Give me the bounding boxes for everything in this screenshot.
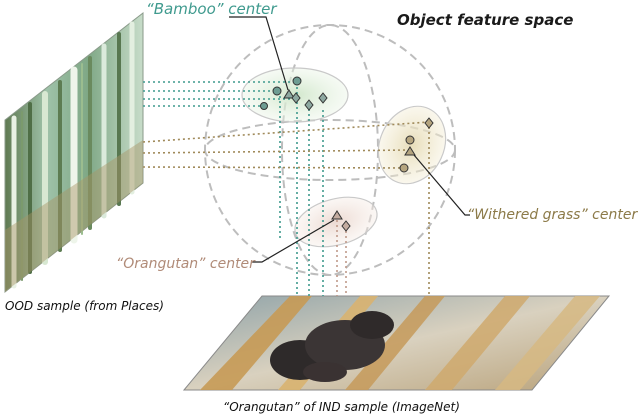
ind-orangutan-image (182, 295, 611, 391)
bamboo-connectors (143, 81, 324, 296)
withered-connectors (142, 121, 430, 296)
feature-diamond-icon (318, 92, 328, 104)
feature-circle-icon (272, 86, 282, 96)
feature-diamond-icon (424, 117, 434, 129)
orangutan-cluster (294, 196, 378, 248)
bamboo-center-label: “Bamboo” center (146, 0, 277, 18)
feature-circle-icon (260, 102, 268, 110)
orangutan-markers (331, 210, 351, 232)
orangutan-connectors (336, 215, 347, 296)
withered-cluster (377, 105, 447, 185)
diagram-title: Object feature space (397, 11, 573, 29)
ood-bamboo-image (4, 11, 144, 294)
center-triangle-icon (404, 146, 416, 156)
ind-sample-caption: “Orangutan” of IND sample (ImageNet) (223, 400, 460, 414)
withered-center-label: “Withered grass” center (467, 207, 638, 223)
ood-sample-caption: OOD sample (from Places) (5, 299, 164, 313)
feature-circle-icon (292, 76, 302, 86)
feature-diamond-icon (304, 99, 314, 111)
orangutan-center-label: “Orangutan” center (116, 256, 256, 272)
center-triangle-icon (283, 89, 295, 99)
feature-circle-icon (405, 135, 415, 145)
feature-circle-icon (399, 163, 409, 173)
bamboo-markers (260, 76, 328, 111)
feature-diamond-icon (291, 92, 301, 104)
feature-diamond-icon (341, 220, 351, 232)
label-leaders (229, 16, 470, 263)
center-triangle-icon (331, 210, 343, 220)
withered-markers (399, 117, 434, 173)
